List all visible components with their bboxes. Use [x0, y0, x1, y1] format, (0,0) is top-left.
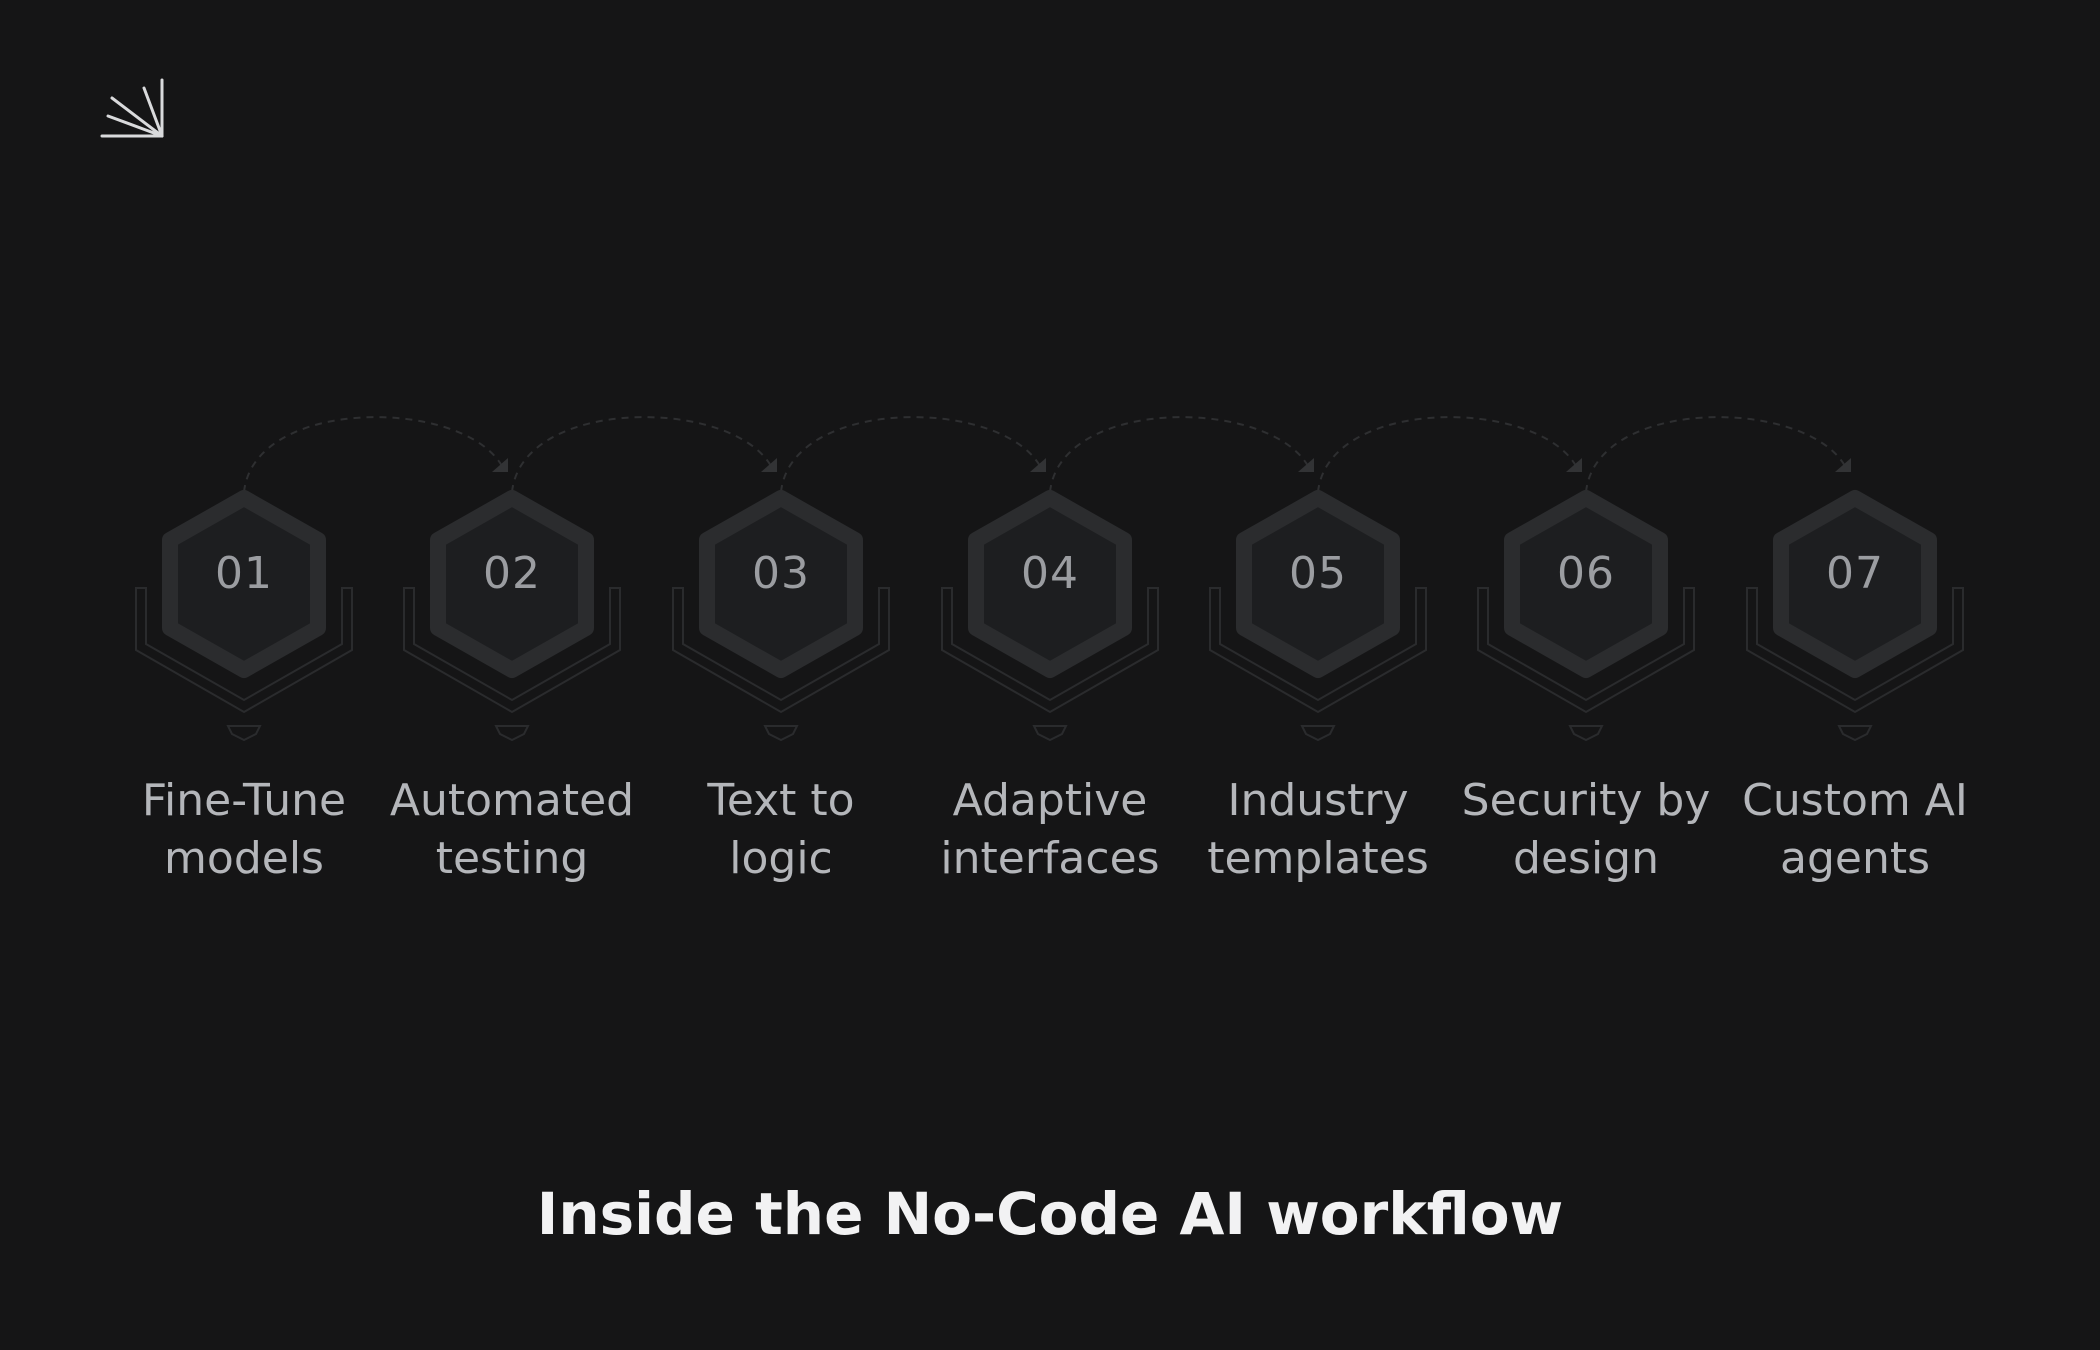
step-label: Security by design: [1461, 775, 1711, 884]
step-number: 07: [1826, 548, 1884, 599]
hexagon-icon: [1209, 490, 1427, 742]
connector-arc: [243, 416, 503, 493]
arrowhead-icon: [1566, 458, 1582, 472]
hexagon-icon: [1477, 490, 1695, 742]
arrowhead-icon: [761, 458, 777, 472]
connector-arc: [1049, 416, 1309, 493]
step-number: 06: [1557, 548, 1615, 599]
workflow-step: 04 Adaptive interfaces: [916, 490, 1184, 910]
hexagon-icon: [135, 490, 353, 742]
connector-arc: [511, 416, 772, 493]
connector-arc: [1317, 416, 1577, 493]
workflow-step: 02 Automated testing: [378, 490, 646, 910]
workflow-step: 07 Custom AI agents: [1721, 490, 1989, 910]
step-label: Text to logic: [707, 775, 855, 884]
hexagon-icon: [672, 490, 890, 742]
arrowhead-icon: [492, 458, 508, 472]
step-number: 04: [1021, 548, 1079, 599]
workflow-step: 05 Industry templates: [1184, 490, 1452, 910]
step-number: 05: [1289, 548, 1347, 599]
workflow-step: 06 Security by design: [1452, 490, 1720, 910]
workflow-step: 03 Text to logic: [647, 490, 915, 910]
arrowhead-icon: [1030, 458, 1046, 472]
hexagon-icon: [1746, 490, 1964, 742]
connector-arc: [1585, 416, 1846, 493]
arrowhead-icon: [1835, 458, 1851, 472]
page-title: Inside the No-Code AI workflow: [536, 1180, 1564, 1248]
hexagon-icon: [403, 490, 621, 742]
step-label: Industry templates: [1207, 775, 1429, 884]
step-number: 02: [483, 548, 541, 599]
step-label: Fine-Tune models: [141, 775, 347, 884]
hexagon-icon: [941, 490, 1159, 742]
connector-arc: [780, 416, 1041, 493]
arrowhead-icon: [1298, 458, 1314, 472]
step-label: Custom AI agents: [1742, 775, 1968, 884]
step-label: Adaptive interfaces: [940, 775, 1160, 884]
step-number: 03: [752, 548, 810, 599]
workflow-step: 01 Fine-Tune models: [110, 490, 378, 910]
step-number: 01: [215, 548, 273, 599]
step-label: Automated testing: [389, 775, 635, 884]
logo-icon: [100, 78, 164, 138]
